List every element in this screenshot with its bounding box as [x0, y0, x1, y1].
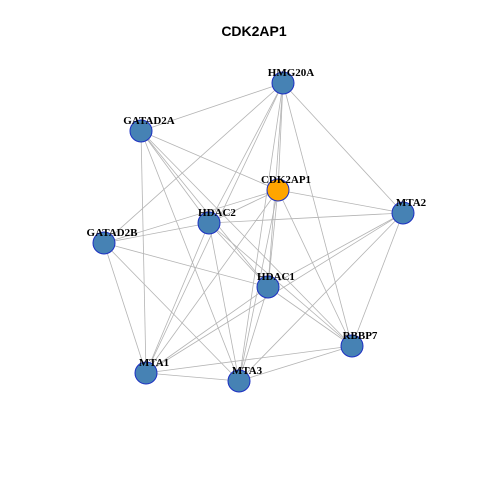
edge-hdac2-mta1 — [145, 222, 210, 374]
node-cdk2ap1[interactable] — [266, 178, 290, 202]
node-mta1[interactable] — [134, 361, 158, 385]
edge-hdac1-rbbp7 — [267, 286, 353, 347]
edge-gatad2a-mta1 — [140, 130, 147, 374]
edge-cdk2ap1-hdac2 — [208, 189, 279, 224]
edge-mta2-mta3 — [238, 212, 404, 382]
node-mta2[interactable] — [391, 201, 415, 225]
node-label-mta3: MTA3 — [232, 365, 263, 377]
edge-gatad2a-cdk2ap1 — [140, 130, 279, 191]
node-label-rbbp7: RBBP7 — [343, 330, 378, 342]
edge-layer — [103, 82, 404, 382]
edge-hmg20a-mta3 — [238, 82, 284, 382]
edge-cdk2ap1-mta2 — [277, 189, 404, 214]
edge-hmg20a-hdac2 — [208, 82, 284, 224]
edge-hmg20a-cdk2ap1 — [277, 82, 284, 191]
node-label-hdac1: HDAC1 — [257, 271, 295, 283]
node-gatad2a[interactable] — [129, 119, 153, 143]
edge-gatad2b-hdac1 — [103, 242, 269, 288]
graph-title: CDK2AP1 — [221, 23, 287, 39]
edge-hdac1-mta3 — [238, 286, 269, 382]
node-hmg20a[interactable] — [271, 71, 295, 95]
edge-gatad2b-mta3 — [103, 242, 240, 382]
node-hdac2[interactable] — [197, 211, 221, 235]
edge-hdac2-rbbp7 — [208, 222, 353, 347]
node-label-gatad2a: GATAD2A — [123, 115, 175, 127]
edge-gatad2a-rbbp7 — [140, 130, 353, 347]
node-label-hdac2: HDAC2 — [198, 207, 236, 219]
edge-mta2-rbbp7 — [351, 212, 404, 347]
node-label-mta1: MTA1 — [139, 357, 169, 369]
edge-gatad2a-mta3 — [140, 130, 240, 382]
edge-hdac1-mta1 — [145, 286, 269, 374]
node-label-gatad2b: GATAD2B — [87, 227, 139, 239]
edge-gatad2a-hdac2 — [140, 130, 210, 224]
node-hdac1[interactable] — [256, 275, 280, 299]
node-layer — [92, 71, 415, 393]
edge-cdk2ap1-hdac1 — [267, 189, 279, 288]
edge-rbbp7-mta1 — [145, 345, 353, 374]
node-label-mta2: MTA2 — [396, 197, 427, 209]
edge-gatad2a-hdac1 — [140, 130, 269, 288]
edge-hdac2-hdac1 — [208, 222, 269, 288]
edge-hmg20a-rbbp7 — [282, 82, 353, 347]
node-mta3[interactable] — [227, 369, 251, 393]
node-label-cdk2ap1: CDK2AP1 — [261, 174, 311, 186]
edge-rbbp7-mta3 — [238, 345, 353, 382]
edge-hdac2-mta3 — [208, 222, 240, 382]
edge-gatad2b-mta1 — [103, 242, 147, 374]
node-gatad2b[interactable] — [92, 231, 116, 255]
edge-cdk2ap1-gatad2b — [103, 189, 279, 244]
edge-hmg20a-gatad2a — [140, 82, 284, 132]
edge-mta2-hdac2 — [208, 212, 404, 224]
edge-hdac2-gatad2b — [103, 222, 210, 244]
edge-hmg20a-mta2 — [282, 82, 404, 214]
edge-hmg20a-gatad2b — [103, 82, 284, 244]
node-label-hmg20a: HMG20A — [268, 67, 314, 79]
edge-mta2-hdac1 — [267, 212, 404, 288]
edge-mta1-mta3 — [145, 372, 240, 382]
node-rbbp7[interactable] — [340, 334, 364, 358]
